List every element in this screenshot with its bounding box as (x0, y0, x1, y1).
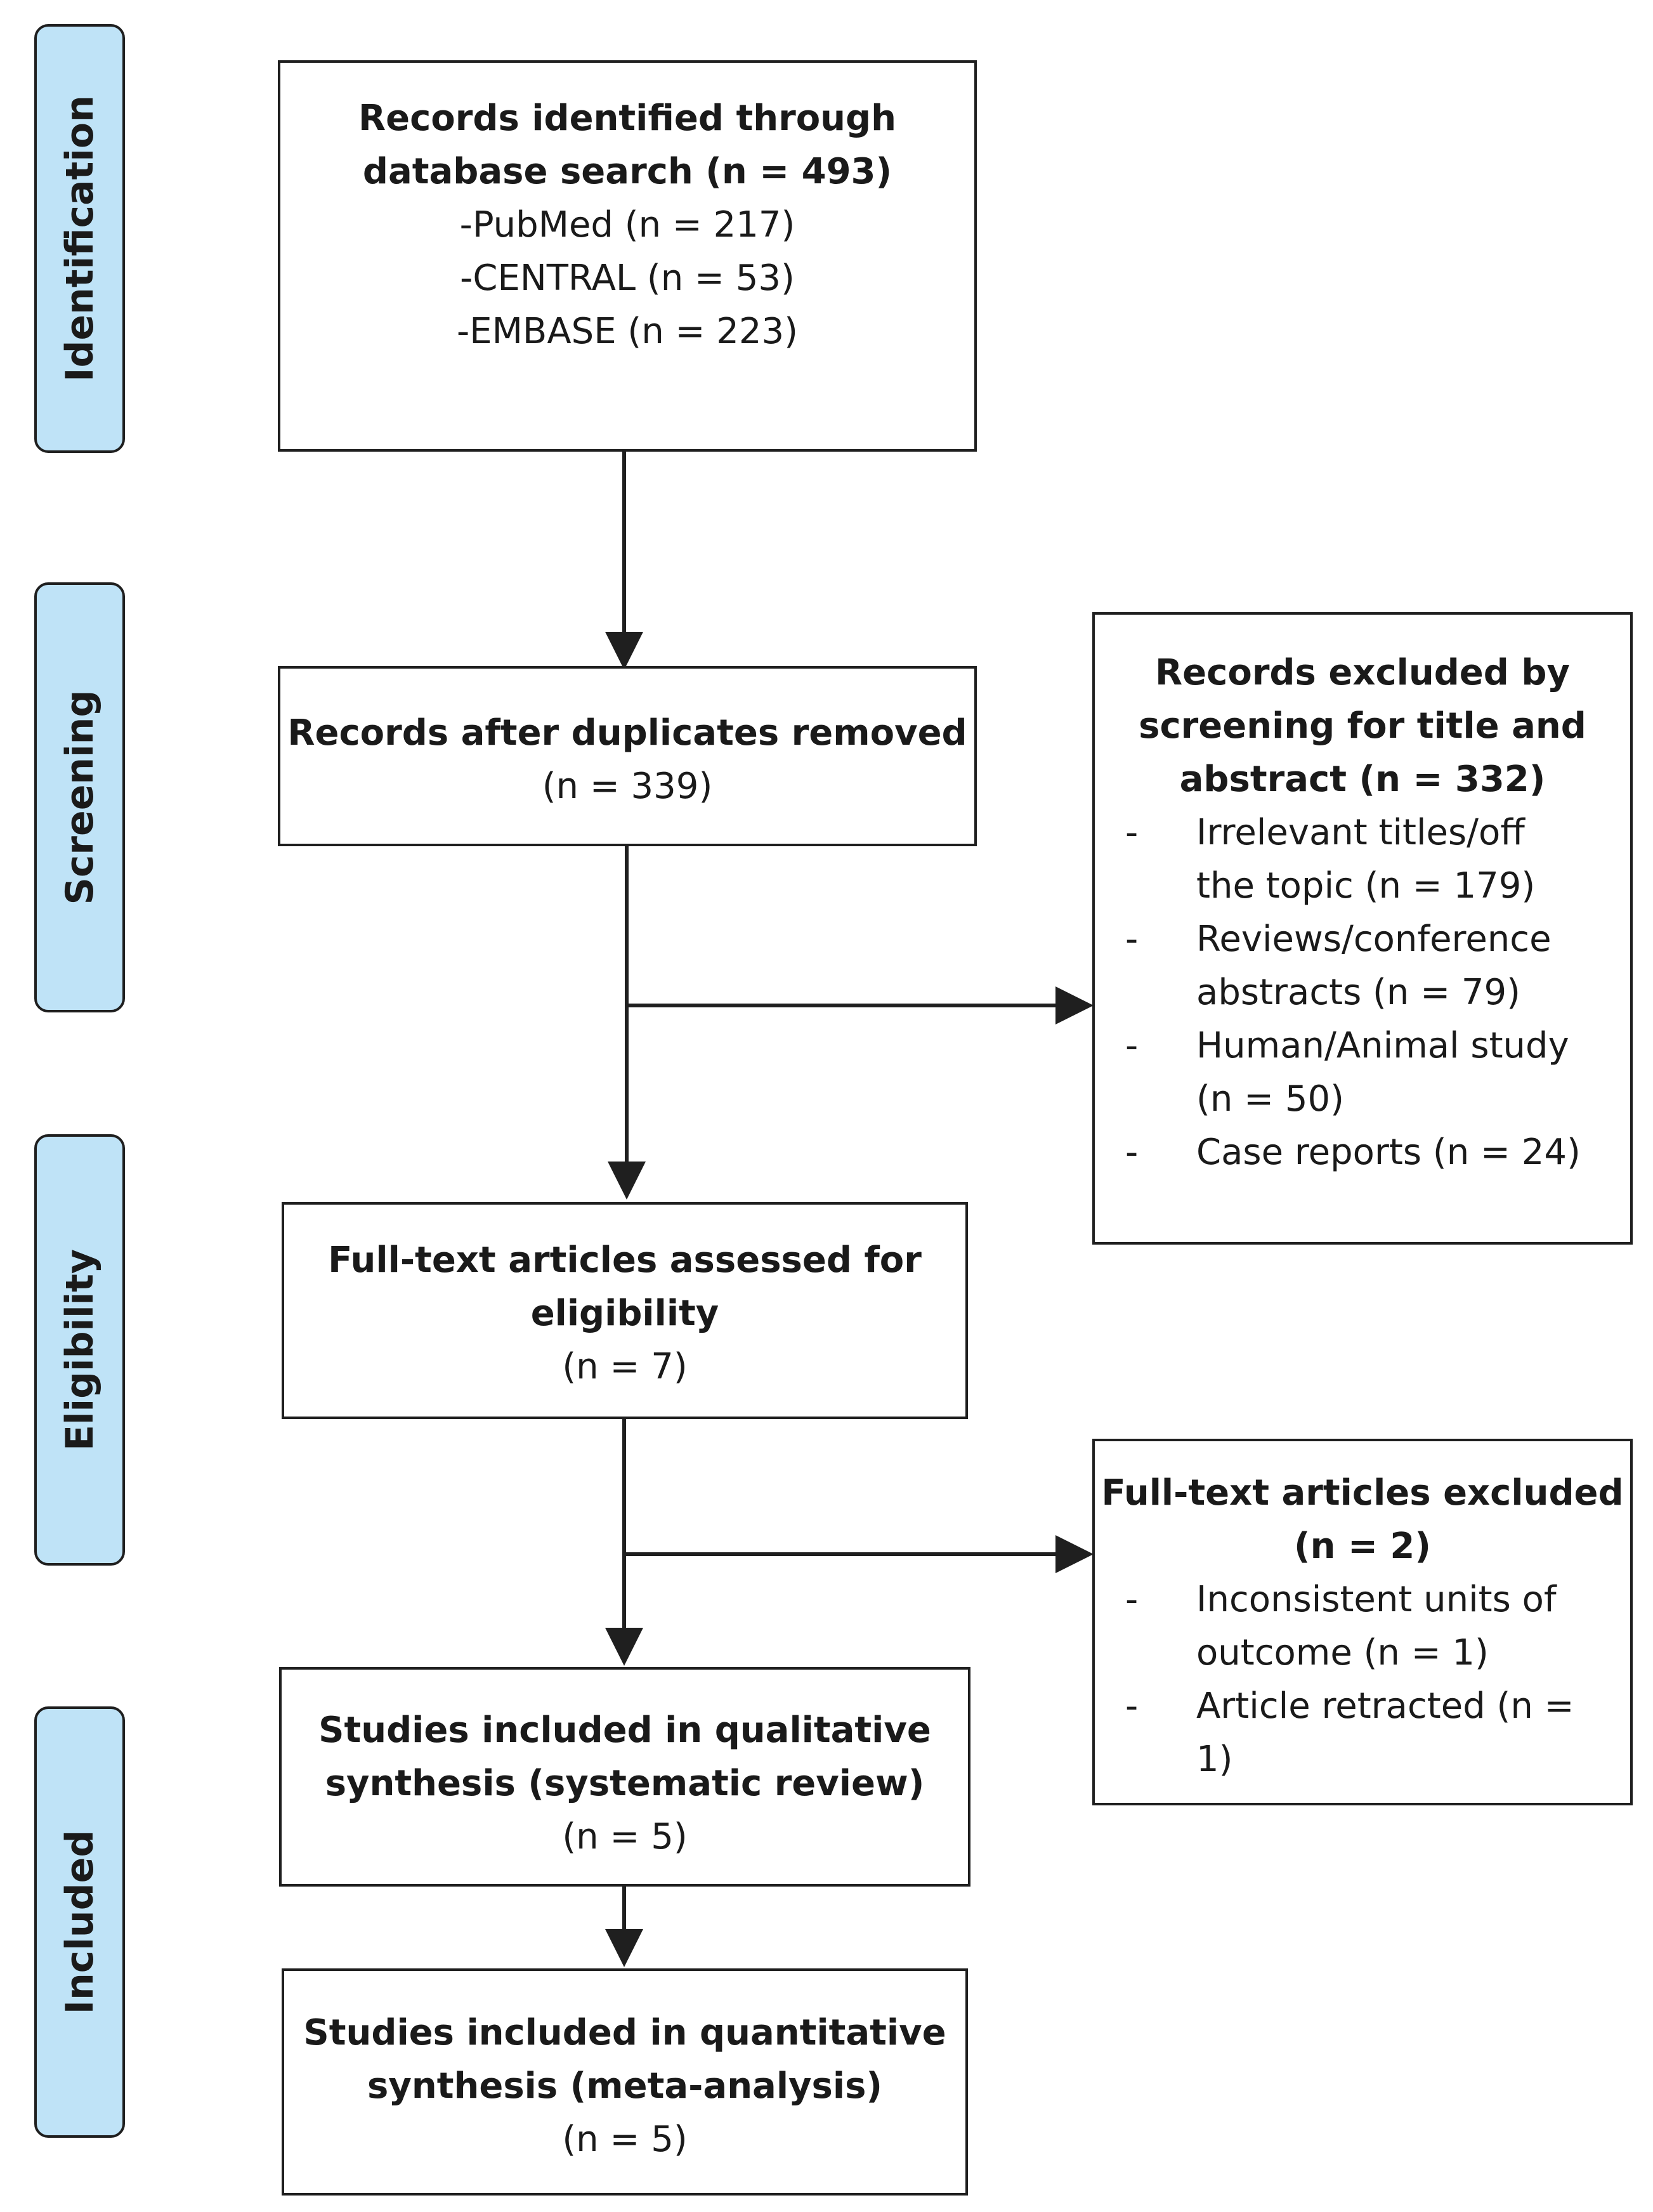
phase-identification: Identification (34, 24, 125, 453)
list-item: - Reviews/conference abstracts (n = 79) (1095, 913, 1630, 1019)
box-text: database search (n = 493) (362, 151, 892, 192)
box-text: Article retracted (n = (1196, 1685, 1574, 1727)
box-text: (n = 5) (562, 2119, 688, 2160)
list-item: - Case reports (n = 24) (1095, 1126, 1630, 1179)
box-text: screening for title and (1139, 705, 1586, 747)
box-text: synthesis (systematic review) (325, 1763, 925, 1804)
box-text: Reviews/conference (1196, 919, 1552, 960)
records-after-duplicates-box: Records after duplicates removed (n = 33… (278, 666, 977, 846)
bullet-dash: - (1125, 1132, 1139, 1173)
qualitative-synthesis-box: Studies included in qualitative synthesi… (279, 1667, 970, 1887)
list-item: - Human/Animal study (n = 50) (1095, 1019, 1630, 1126)
phase-eligibility-label: Eligibility (57, 1248, 102, 1451)
phase-eligibility: Eligibility (34, 1134, 125, 1566)
bullet-dash: - (1125, 1685, 1139, 1727)
box-text: eligibility (530, 1293, 719, 1334)
box-text: Records excluded by (1155, 652, 1570, 693)
box-text: abstracts (n = 79) (1196, 972, 1521, 1013)
exclusion-heading: Records excluded by screening for title … (1095, 646, 1630, 806)
box-text: Full-text articles assessed for (328, 1240, 922, 1281)
full-text-assessed-box: Full-text articles assessed for eligibil… (282, 1202, 968, 1419)
box-text: (n = 50) (1196, 1078, 1344, 1120)
bullet-dash: - (1125, 1579, 1139, 1620)
box-text: Case reports (n = 24) (1196, 1132, 1581, 1173)
box-text: (n = 5) (562, 1816, 688, 1857)
phase-screening: Screening (34, 582, 125, 1012)
box-text: outcome (n = 1) (1196, 1632, 1489, 1673)
box-text: Human/Animal study (1196, 1025, 1569, 1066)
box-text: Studies included in quantitative (303, 2012, 946, 2053)
box-text: Studies included in qualitative (318, 1710, 931, 1751)
list-item: - Irrelevant titles/off the topic (n = 1… (1095, 806, 1630, 913)
records-identified-box: Records identified through database sear… (278, 60, 977, 452)
box-text: the topic (n = 179) (1196, 865, 1536, 906)
box-text: Irrelevant titles/off (1196, 812, 1525, 853)
box-text: synthesis (meta-analysis) (367, 2065, 882, 2107)
bullet-dash: - (1125, 812, 1139, 853)
box-text: Records after duplicates removed (287, 712, 967, 754)
screening-exclusions-box: Records excluded by screening for title … (1092, 612, 1633, 1245)
bullet-dash: - (1125, 1025, 1139, 1066)
box-text: Records identified through (358, 98, 896, 139)
box-text: -PubMed (n = 217) (459, 204, 795, 245)
phase-included: Included (34, 1706, 125, 2138)
bullet-dash: - (1125, 919, 1139, 960)
box-text: -CENTRAL (n = 53) (460, 258, 795, 299)
box-text: (n = 339) (542, 766, 713, 807)
phase-screening-label: Screening (57, 690, 102, 905)
box-text: (n = 7) (562, 1346, 688, 1387)
box-text: -EMBASE (n = 223) (457, 311, 798, 352)
list-item: - Article retracted (n = 1) (1095, 1680, 1630, 1786)
exclusion-heading: Full-text articles excluded (n = 2) (1095, 1467, 1630, 1573)
box-text: abstract (n = 332) (1179, 759, 1546, 800)
box-text: 1) (1196, 1739, 1233, 1780)
box-text: Inconsistent units of (1196, 1579, 1557, 1620)
box-text: (n = 2) (1294, 1526, 1431, 1567)
box-text: Full-text articles excluded (1101, 1472, 1624, 1514)
list-item: - Inconsistent units of outcome (n = 1) (1095, 1573, 1630, 1680)
full-text-exclusions-box: Full-text articles excluded (n = 2) - In… (1092, 1439, 1633, 1805)
phase-identification-label: Identification (57, 95, 102, 382)
phase-included-label: Included (57, 1829, 102, 2015)
quantitative-synthesis-box: Studies included in quantitative synthes… (282, 1968, 968, 2196)
